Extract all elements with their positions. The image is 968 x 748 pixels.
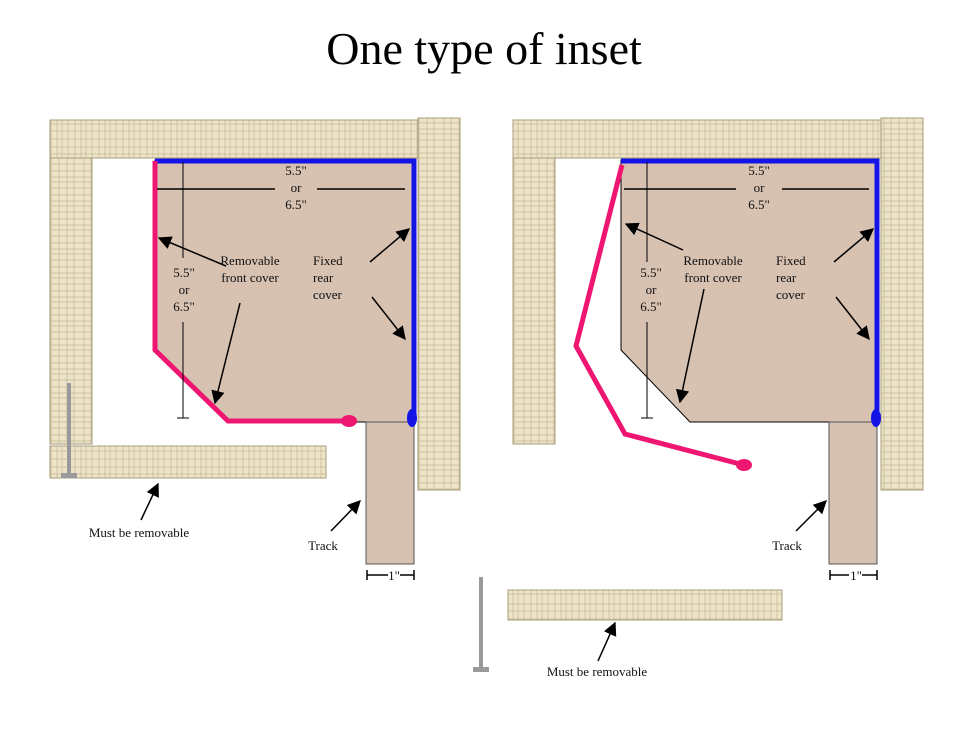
track-arrow [330,500,361,532]
removable-front-cover-label-2: front cover [684,270,742,285]
fixed-rear-cover [155,158,417,420]
removable-front-cover-label-2: front cover [221,270,279,285]
right-board [880,117,924,491]
removable-front-cover-label-1: Removable [220,253,279,268]
fixed-rear-cover-label-3: cover [313,287,343,302]
must-be-removable-label: Must be removable [89,525,190,540]
left-panel: 5.5" or 6.5" 5.5" or 6.5" Removable fron… [49,117,461,583]
front-cover-end [341,415,357,427]
height-label-mid: or [646,282,658,297]
rear-cover-arrow-down [835,296,870,341]
rear-cover-arrow-up [369,228,411,263]
fixed-rear-cover [621,158,880,420]
height-dimension-line [177,162,189,419]
front-cover-arrow-up [624,222,684,251]
screw-icon [61,383,77,478]
screw-icon [473,577,489,672]
top-board [49,119,419,159]
must-be-removable-label: Must be removable [547,664,648,679]
height-label-bot: 6.5" [640,299,662,314]
track-width-label: 1" [850,568,862,583]
width-label-top: 5.5" [748,163,770,178]
top-board [512,119,882,159]
page-title: One type of inset [326,23,642,74]
fixed-rear-cover-label-3: cover [776,287,806,302]
track-arrow [795,500,827,532]
track-label: Track [308,538,338,553]
height-dimension-line [641,162,653,419]
track-label: Track [772,538,802,553]
width-label-bot: 6.5" [748,197,770,212]
front-cover-end [736,459,752,471]
height-label-mid: or [179,282,191,297]
removable-board-arrow [597,621,617,662]
width-label-bot: 6.5" [285,197,307,212]
rear-cover-end [407,409,417,427]
track [828,421,878,565]
right-panel: 5.5" or 6.5" 5.5" or 6.5" Removable fron… [473,117,924,679]
front-cover-arrow-down [675,288,705,404]
fixed-rear-cover-label-1: Fixed [776,253,806,268]
front-cover-arrow-up [157,236,227,267]
track-width-dimension [829,570,878,580]
height-label-top: 5.5" [173,265,195,280]
removable-bottom-board [49,445,327,479]
width-label-mid: or [291,180,303,195]
track-width-dimension [366,570,415,580]
track-width-label: 1" [388,568,400,583]
rear-cover-arrow-down [371,296,406,341]
removable-front-cover-open [573,164,741,467]
rear-cover-arrow-up [833,228,875,263]
height-label-bot: 6.5" [173,299,195,314]
front-cover-arrow-down [211,302,241,405]
rear-cover-end [871,409,881,427]
removable-front-cover [152,161,345,424]
fixed-rear-cover-label-2: rear [776,270,797,285]
left-board [512,157,556,445]
removable-front-cover-label-1: Removable [683,253,742,268]
track [365,421,415,565]
fixed-rear-cover-label-2: rear [313,270,334,285]
height-label-top: 5.5" [640,265,662,280]
width-label-mid: or [754,180,766,195]
removable-board-arrow [140,482,159,521]
fixed-rear-cover-label-1: Fixed [313,253,343,268]
right-board [417,117,461,491]
removable-bottom-board [507,589,783,621]
width-label-top: 5.5" [285,163,307,178]
